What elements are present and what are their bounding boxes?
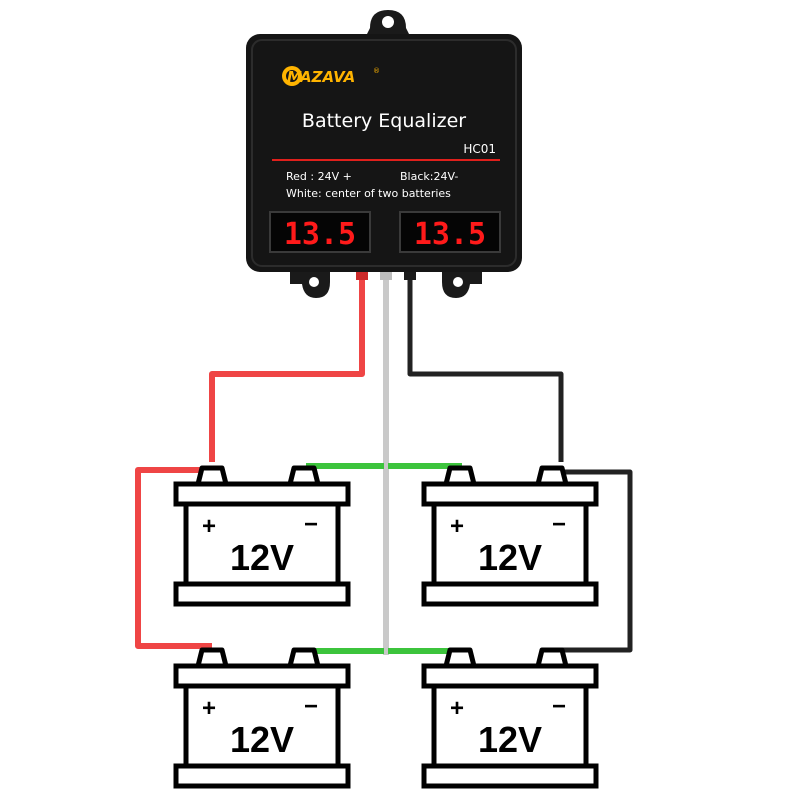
battery-top-right: + − 12V: [424, 468, 596, 604]
voltage-display-left: 13.5: [269, 211, 371, 253]
red-wire: [209, 278, 365, 462]
model-label: HC01: [463, 142, 496, 156]
battery-voltage: 12V: [478, 537, 542, 578]
svg-text:13.5: 13.5: [414, 217, 486, 252]
plus-sign: +: [450, 513, 464, 540]
red-jumper-wire: [135, 467, 212, 649]
black-wire-note: Black:24V-: [400, 170, 458, 183]
svg-text:®: ®: [373, 67, 380, 75]
minus-sign: −: [552, 511, 566, 538]
svg-text:13.5: 13.5: [284, 217, 356, 252]
plus-sign: +: [202, 513, 216, 540]
battery-bottom-left: + − 12V: [176, 650, 348, 786]
device-title: Battery Equalizer: [302, 110, 466, 132]
red-wire-note: Red : 24V +: [286, 170, 352, 183]
white-wire-note: White: center of two batteries: [286, 187, 451, 200]
black-jumper-wire: [561, 469, 633, 653]
voltage-display-right: 13.5: [399, 211, 501, 253]
battery-voltage: 12V: [478, 719, 542, 760]
brand-logo: M AZAVA ®: [282, 66, 380, 86]
minus-sign: −: [552, 693, 566, 720]
black-wire: [407, 278, 564, 462]
battery-bottom-right: + − 12V: [424, 650, 596, 786]
minus-sign: −: [304, 511, 318, 538]
battery-voltage: 12V: [230, 719, 294, 760]
svg-text:AZAVA: AZAVA: [299, 68, 355, 86]
plus-sign: +: [202, 695, 216, 722]
plus-sign: +: [450, 695, 464, 722]
svg-text:M: M: [287, 68, 302, 86]
battery-voltage: 12V: [230, 537, 294, 578]
battery-equalizer-device: M AZAVA ® Battery Equalizer HC01 Red : 2…: [246, 10, 522, 298]
battery-top-left: + − 12V: [176, 468, 348, 604]
minus-sign: −: [304, 693, 318, 720]
